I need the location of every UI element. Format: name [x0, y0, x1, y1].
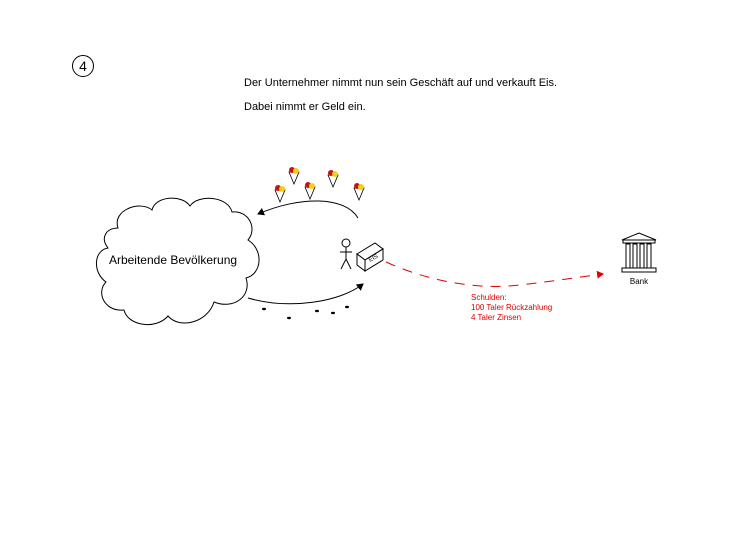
ice-cream-cone-icon: [288, 167, 300, 186]
coin-dot: [262, 307, 266, 311]
debt-interest: 4 Taler Zinsen: [471, 313, 522, 322]
debt-title: Schulden:: [471, 293, 507, 302]
coin-dot: [287, 316, 291, 320]
coin-dot: [315, 309, 319, 313]
cloud-label: Arbeitende Bevölkerung: [108, 253, 238, 267]
description-line-1: Der Unternehmer nimmt nun sein Geschäft …: [244, 77, 558, 89]
coin-dot: [345, 305, 349, 309]
ice-stand-icon: EIS: [356, 242, 384, 272]
ice-cream-cone-icon: [274, 185, 286, 204]
cloud-shape: [96, 197, 260, 325]
step-number: 4: [72, 55, 94, 77]
bank-label: Bank: [629, 277, 649, 286]
ice-cream-cone-icon: [327, 170, 339, 189]
money-flow-arrow: [247, 283, 364, 305]
bank-building-icon: [621, 232, 657, 273]
svg-text:EIS: EIS: [368, 254, 379, 264]
debt-repayment: 100 Taler Rückzahlung: [471, 303, 553, 312]
ice-cream-cones: [274, 167, 365, 204]
ice-flow-arrow: [257, 200, 359, 219]
coin-dots: [262, 305, 349, 320]
debt-relation-line: [385, 261, 604, 287]
debt-annotation: Schulden: 100 Taler Rückzahlung 4 Taler …: [471, 293, 552, 323]
ice-cream-cone-icon: [304, 182, 316, 201]
coin-dot: [331, 311, 335, 315]
ice-cream-cone-icon: [353, 183, 365, 202]
stick-figure-icon: [340, 238, 352, 270]
description-line-2: Dabei nimmt er Geld ein.: [244, 101, 366, 113]
